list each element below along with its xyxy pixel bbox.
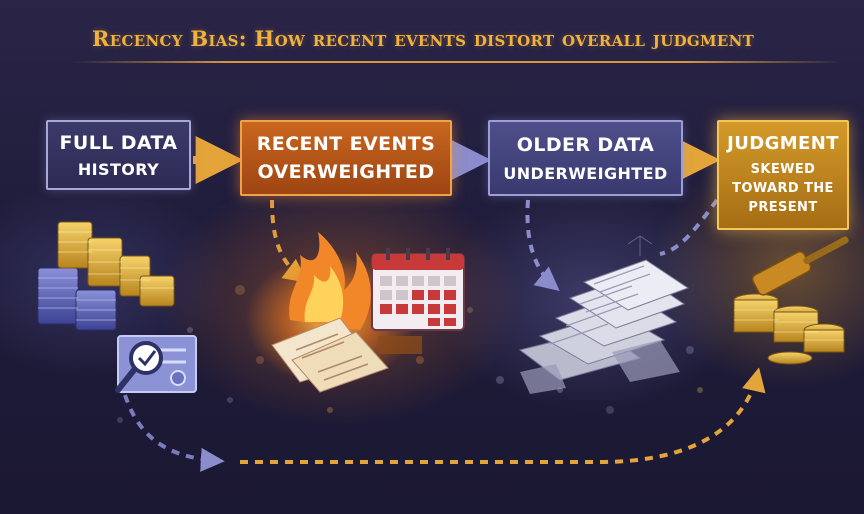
box-recent-events: Recent Events Overweighted (240, 120, 452, 196)
box-recent-line1: Recent Events (256, 133, 436, 155)
magnifier-document-icon (115, 335, 197, 393)
gavel-icon (733, 236, 849, 365)
title-underline (72, 61, 842, 63)
box-older-data: Older Data Underweighted (488, 120, 683, 196)
rubble-texture (117, 285, 703, 423)
box-older-line2: Underweighted (503, 163, 668, 183)
box-full-line1: Full Data (59, 131, 178, 154)
dashed-arrow-bottom-left (123, 394, 225, 472)
dashed-arrow-judgment-left (659, 198, 719, 256)
coin-stack-icon (37, 221, 175, 331)
box-full-line2: History (77, 159, 160, 179)
calendar-icon (371, 248, 465, 331)
box-judgment-line1: Judgment (727, 133, 839, 154)
page-title: Recency Bias: How recent events distort … (92, 26, 755, 51)
box-judgment: Judgment Skewed toward the present (717, 120, 849, 230)
box-recent-line2: Overweighted (257, 161, 435, 183)
box-judgment-line2: Skewed toward the present (732, 162, 834, 215)
paper-pile-icon (518, 235, 690, 394)
dashed-arrow-bottom-return (240, 367, 766, 464)
box-older-line1: Older Data (516, 133, 655, 156)
box-full-data-history: Full Data History (46, 120, 191, 190)
dashed-arrow-older-down (525, 199, 560, 292)
